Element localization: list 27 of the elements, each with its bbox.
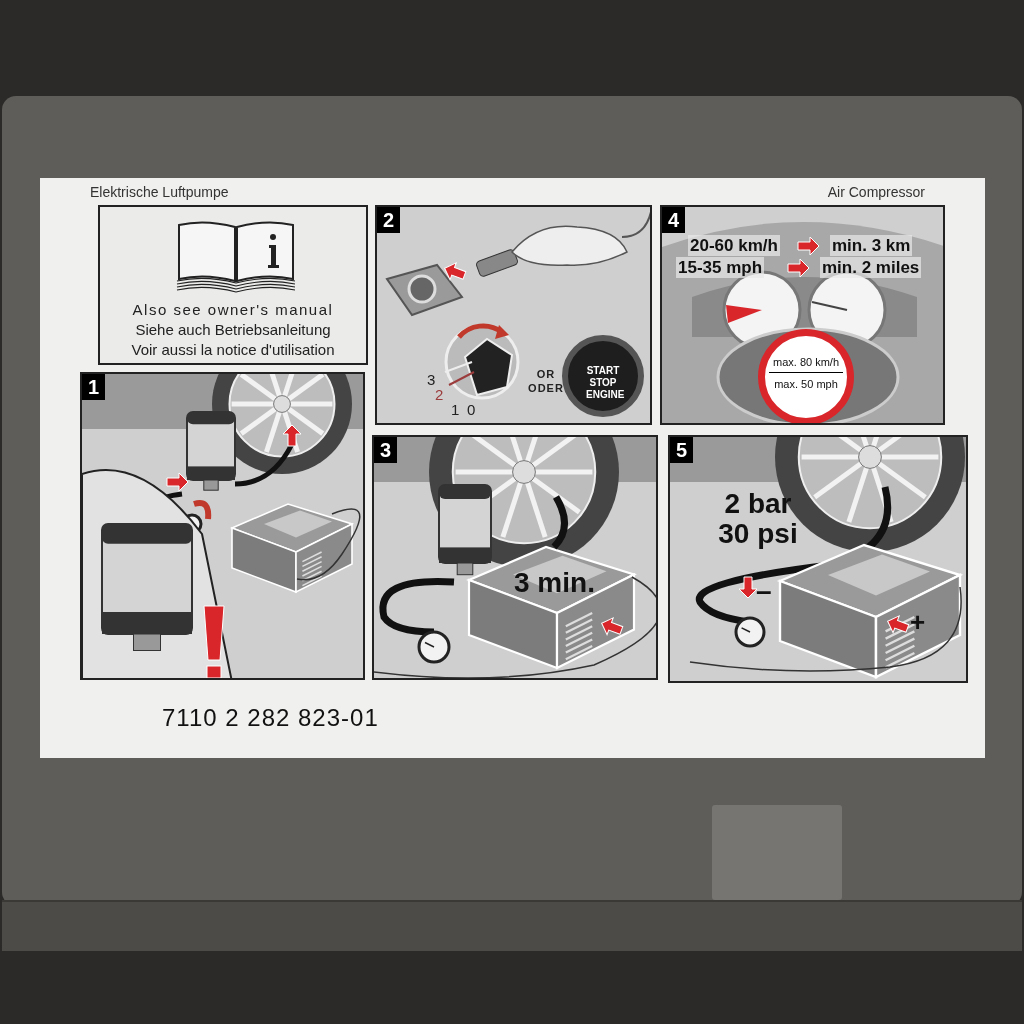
speed-limit-text: max. 50 mph xyxy=(773,378,839,392)
key-position-label: 0 xyxy=(467,400,476,420)
instruction-text: Siehe auch Betriebsanleitung xyxy=(134,320,332,340)
part-number: 7110 2 282 823-01 xyxy=(162,703,379,733)
instruction-text: Voir aussi la notice d'utilisation xyxy=(130,340,336,360)
pressure-text: 2 bar 30 psi xyxy=(717,489,799,549)
step-number: 4 xyxy=(662,207,686,233)
key-position-label: 2 xyxy=(435,385,444,405)
speed-range-text: 15-35 mph xyxy=(676,257,765,279)
plus-sign: + xyxy=(910,609,926,635)
step-number: 1 xyxy=(82,374,106,400)
key-position-label: 3 xyxy=(427,370,436,390)
distance-text: min. 2 miles xyxy=(820,257,922,279)
step-number: 3 xyxy=(374,437,398,463)
speed-range-text: 20-60 km/h xyxy=(688,235,780,257)
info-panel xyxy=(98,205,368,365)
instruction-text: Also see owner's manual xyxy=(131,300,335,320)
step-number: 5 xyxy=(670,437,694,463)
distance-text: min. 3 km xyxy=(830,235,913,257)
heading-text: Air Compressor xyxy=(827,183,925,202)
minus-sign: – xyxy=(756,577,772,605)
heading-text: Elektrische Luftpumpe xyxy=(90,183,229,202)
or-text: OR ODER xyxy=(527,367,565,395)
duration-text: 3 min. xyxy=(514,569,595,597)
speed-limit-text: max. 80 km/h xyxy=(769,356,843,373)
step-number: 2 xyxy=(377,207,401,233)
key-position-label: 1 xyxy=(451,400,460,420)
